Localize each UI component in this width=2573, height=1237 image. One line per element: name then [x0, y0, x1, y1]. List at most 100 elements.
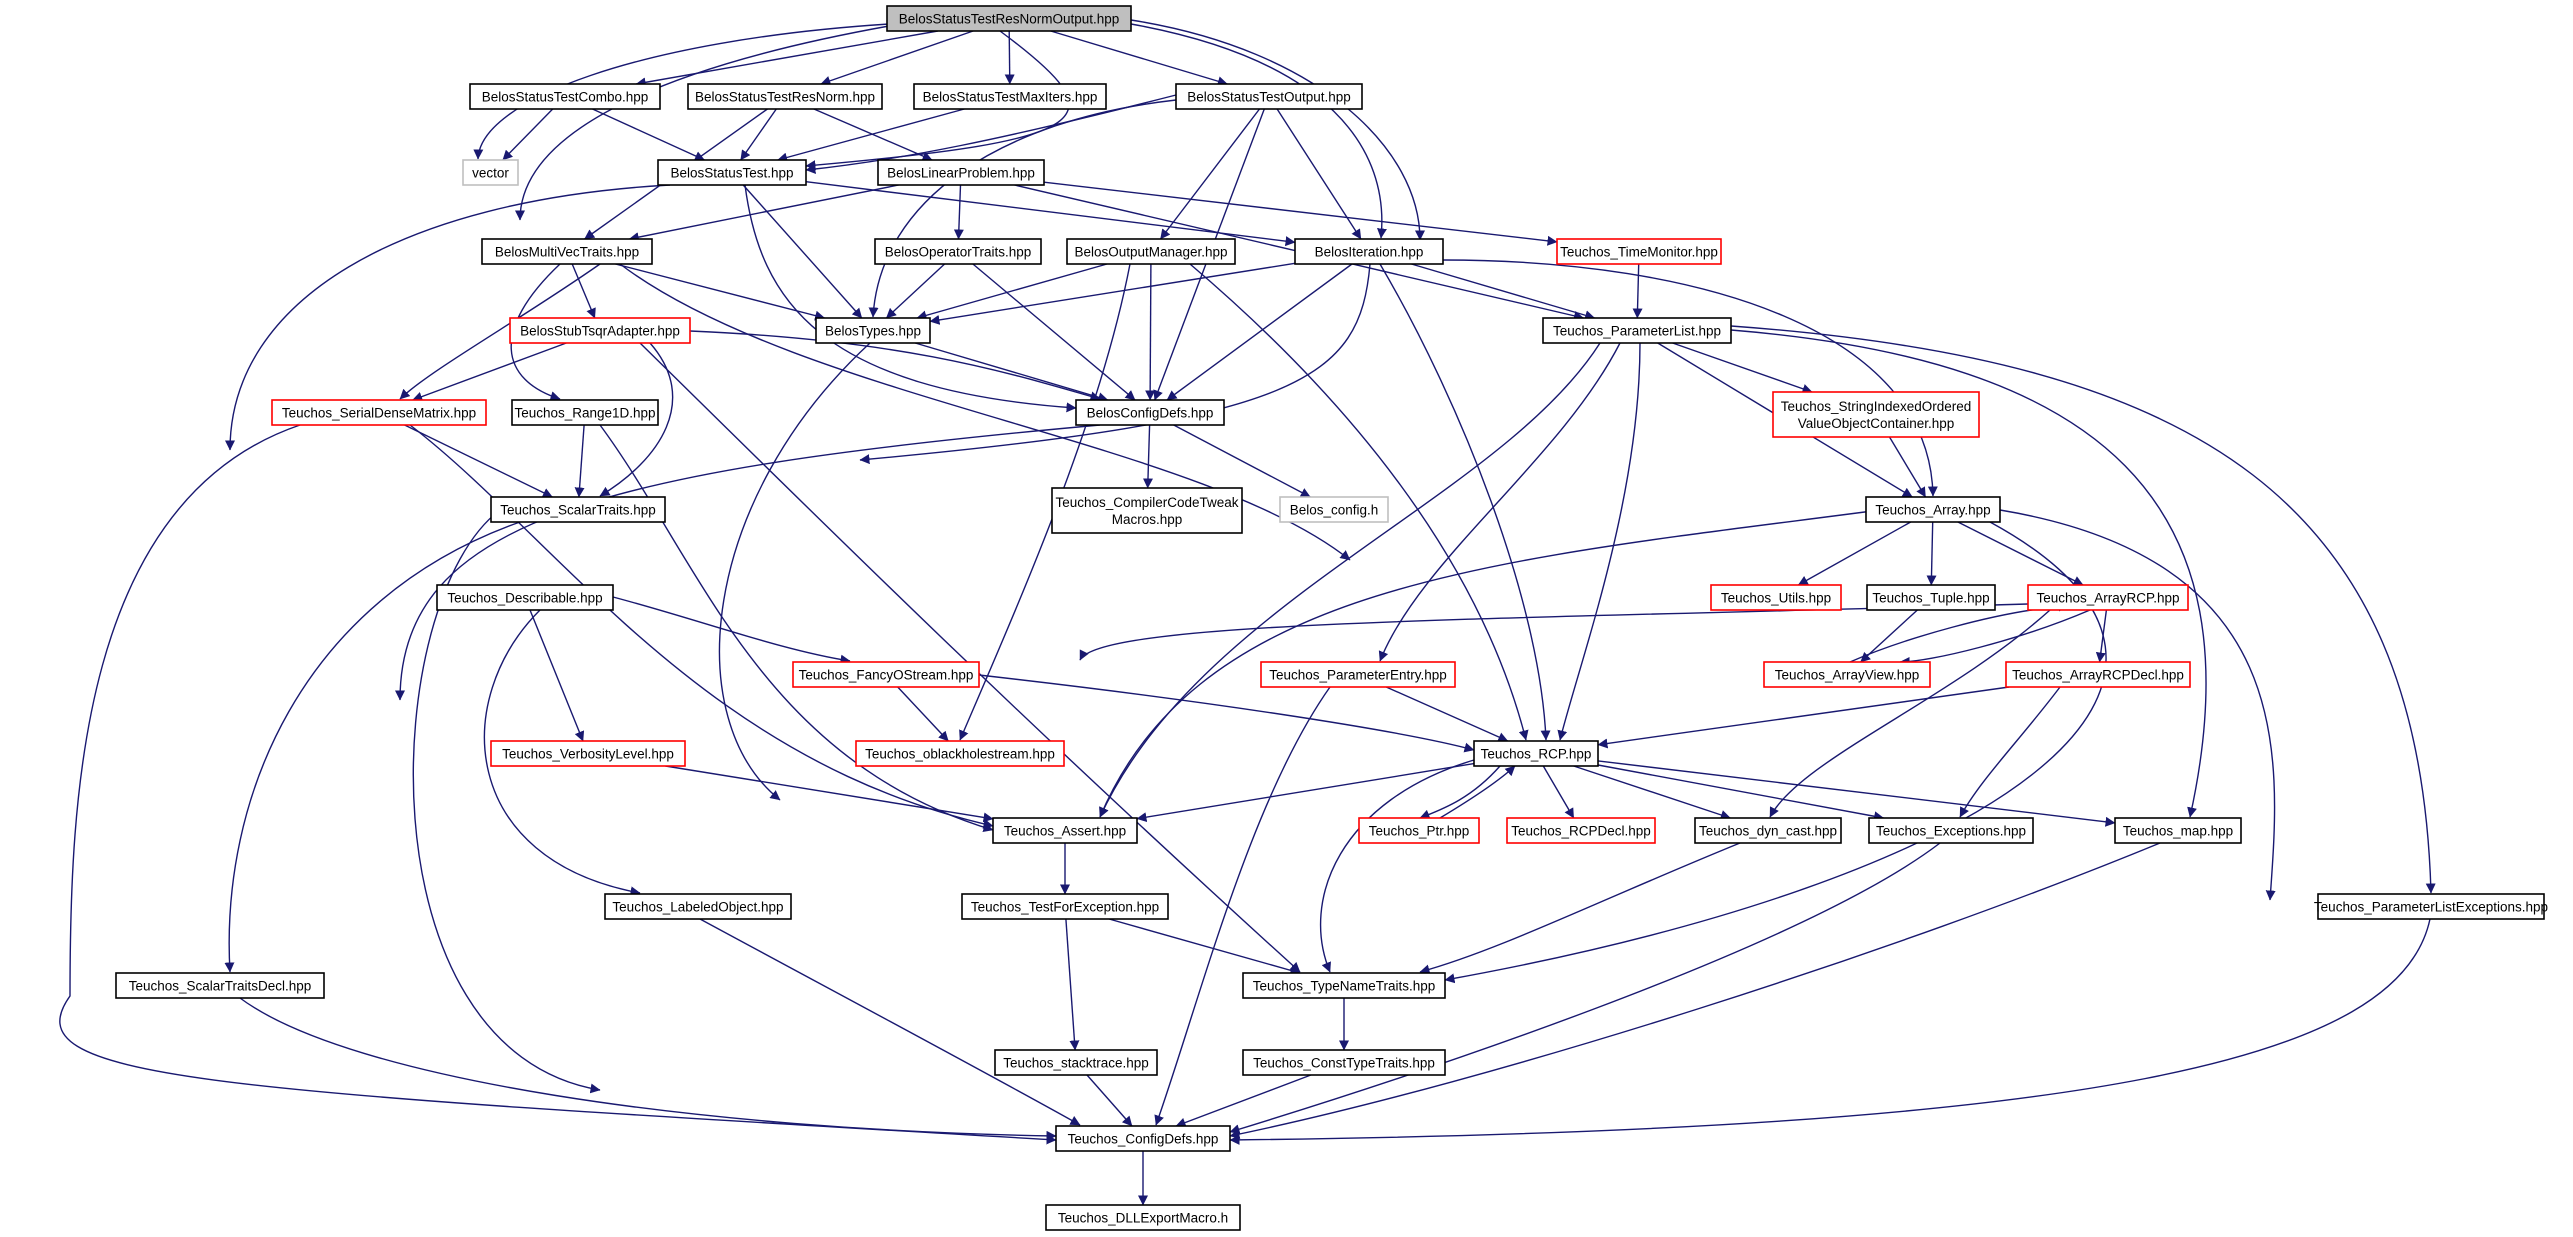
- node-box-sivoc: [1772, 391, 1980, 438]
- node-box-root: [886, 5, 1132, 32]
- node-dyncast[interactable]: Teuchos_dyn_cast.hpp: [1694, 817, 1842, 844]
- edge-array-to-utils: [1797, 521, 1912, 586]
- node-label-iteration: BelosIteration.hpp: [1315, 245, 1424, 260]
- node-maxiters[interactable]: BelosStatusTestMaxIters.hpp: [913, 83, 1107, 110]
- edge-outmgr-to-types: [916, 263, 1108, 321]
- node-box-describable: [436, 584, 614, 611]
- node-box-scalartraits: [490, 496, 666, 523]
- node-box-maxiters: [913, 83, 1107, 110]
- node-stacktrace[interactable]: Teuchos_stacktrace.hpp: [994, 1049, 1158, 1076]
- edge-iteration-to-rcp: [1379, 263, 1551, 741]
- edge-array-to-tconfigdefs: [1999, 509, 2276, 901]
- node-labeled[interactable]: Teuchos_LabeledObject.hpp: [604, 893, 792, 920]
- node-label-oblackhole: Teuchos_oblackholestream.hpp: [865, 747, 1055, 762]
- node-resnorm[interactable]: BelosStatusTestResNorm.hpp: [687, 83, 883, 110]
- node-combo[interactable]: BelosStatusTestCombo.hpp: [469, 83, 661, 110]
- edge-range1d-to-assert: [599, 424, 994, 833]
- node-label-root: BelosStatusTestResNormOutput.hpp: [899, 12, 1120, 27]
- node-utils[interactable]: Teuchos_Utils.hpp: [1710, 584, 1842, 611]
- edge-paramlist-to-assert: [1099, 342, 1601, 818]
- node-rcp[interactable]: Teuchos_RCP.hpp: [1473, 740, 1599, 767]
- edge-rcp-to-exceptions: [1597, 764, 1885, 822]
- node-configdefs[interactable]: BelosConfigDefs.hpp: [1075, 399, 1225, 426]
- node-box-scalartraitsdecl: [115, 972, 325, 999]
- node-rcpdecl[interactable]: Teuchos_RCPDecl.hpp: [1506, 817, 1656, 844]
- edge-scalartraitsdecl-to-tconfigdefs: [239, 997, 1057, 1141]
- edge-optraits-to-types: [885, 263, 946, 319]
- node-label-assert: Teuchos_Assert.hpp: [1004, 824, 1126, 839]
- edge-rcp-to-typename: [1319, 759, 1475, 973]
- edge-labeled-to-tconfigdefs: [699, 918, 1081, 1126]
- node-optraits[interactable]: BelosOperatorTraits.hpp: [874, 238, 1042, 265]
- node-sdm[interactable]: Teuchos_SerialDenseMatrix.hpp: [271, 399, 487, 426]
- node-label-configdefs: BelosConfigDefs.hpp: [1087, 406, 1214, 421]
- node-range1d[interactable]: Teuchos_Range1D.hpp: [511, 399, 659, 426]
- node-label-paramentry: Teuchos_ParameterEntry.hpp: [1269, 668, 1447, 683]
- edge-paramentry-to-rcp: [1385, 686, 1509, 742]
- node-verbosity[interactable]: Teuchos_VerbosityLevel.hpp: [490, 740, 686, 767]
- node-label-stacktrace: Teuchos_stacktrace.hpp: [1003, 1056, 1149, 1071]
- node-sivoc[interactable]: Teuchos_StringIndexedOrderedValueObjectC…: [1772, 391, 1980, 438]
- node-describable[interactable]: Teuchos_Describable.hpp: [436, 584, 614, 611]
- node-label-scalartraitsdecl: Teuchos_ScalarTraitsDecl.hpp: [129, 979, 312, 994]
- edge-iteration-to-paramlist: [1411, 263, 1596, 321]
- edge-arrayrcp-to-arrayview: [1899, 609, 2091, 667]
- node-arrayrcpdecl[interactable]: Teuchos_ArrayRCPDecl.hpp: [2005, 661, 2191, 688]
- edge-multivec-to-range1d: [510, 263, 561, 401]
- edge-root-to-configdefs: [1130, 19, 1425, 241]
- node-linprob[interactable]: BelosLinearProblem.hpp: [877, 159, 1045, 186]
- node-ple[interactable]: Teuchos_ParameterListExceptions.hpp: [2314, 893, 2548, 920]
- node-stubtsqr[interactable]: BelosStubTsqrAdapter.hpp: [509, 317, 691, 344]
- node-statustest[interactable]: BelosStatusTest.hpp: [657, 159, 807, 186]
- node-oblackhole[interactable]: Teuchos_oblackholestream.hpp: [855, 740, 1065, 767]
- node-testforexc[interactable]: Teuchos_TestForException.hpp: [961, 893, 1169, 920]
- edge-multivec-to-rcp: [619, 263, 1351, 561]
- node-array[interactable]: Teuchos_Array.hpp: [1865, 496, 2001, 523]
- edge-root-to-iteration: [1130, 23, 1387, 239]
- node-typename[interactable]: Teuchos_TypeNameTraits.hpp: [1242, 972, 1446, 999]
- edge-verbosity-to-assert: [665, 765, 994, 823]
- node-box-linprob: [877, 159, 1045, 186]
- node-dllexport[interactable]: Teuchos_DLLExportMacro.h: [1045, 1204, 1241, 1231]
- node-iteration[interactable]: BelosIteration.hpp: [1294, 238, 1444, 265]
- edge-paramlist-to-rcp: [1557, 342, 1641, 741]
- node-paramlist[interactable]: Teuchos_ParameterList.hpp: [1542, 317, 1732, 344]
- node-paramentry[interactable]: Teuchos_ParameterEntry.hpp: [1260, 661, 1456, 688]
- node-tuple[interactable]: Teuchos_Tuple.hpp: [1866, 584, 1996, 611]
- node-arrayview[interactable]: Teuchos_ArrayView.hpp: [1763, 661, 1931, 688]
- node-label-verbosity: Teuchos_VerbosityLevel.hpp: [502, 747, 674, 762]
- node-timemon[interactable]: Teuchos_TimeMonitor.hpp: [1556, 238, 1722, 265]
- node-label-tconfigdefs: Teuchos_ConfigDefs.hpp: [1068, 1132, 1219, 1147]
- node-label-map: Teuchos_map.hpp: [2123, 824, 2233, 839]
- edge-stubtsqr-to-typename: [639, 342, 1301, 973]
- node-exceptions[interactable]: Teuchos_Exceptions.hpp: [1868, 817, 2034, 844]
- node-arrayrcp[interactable]: Teuchos_ArrayRCP.hpp: [2027, 584, 2189, 611]
- node-scalartraits[interactable]: Teuchos_ScalarTraits.hpp: [490, 496, 666, 523]
- node-box-assert: [992, 817, 1138, 844]
- node-box-oblackhole: [855, 740, 1065, 767]
- node-box-ple: [2317, 893, 2545, 920]
- node-tconfigdefs[interactable]: Teuchos_ConfigDefs.hpp: [1055, 1125, 1231, 1152]
- node-box-arrayview: [1763, 661, 1931, 688]
- node-outmgr[interactable]: BelosOutputManager.hpp: [1066, 238, 1236, 265]
- node-box-labeled: [604, 893, 792, 920]
- edge-stacktrace-to-tconfigdefs: [1086, 1074, 1133, 1127]
- node-map[interactable]: Teuchos_map.hpp: [2114, 817, 2242, 844]
- node-consttype[interactable]: Teuchos_ConstTypeTraits.hpp: [1242, 1049, 1446, 1076]
- node-ptr[interactable]: Teuchos_Ptr.hpp: [1358, 817, 1480, 844]
- node-multivec[interactable]: BelosMultiVecTraits.hpp: [481, 238, 653, 265]
- node-fancy[interactable]: Teuchos_FancyOStream.hpp: [792, 661, 980, 688]
- edge-iteration-to-configdefs: [1166, 263, 1353, 401]
- node-root[interactable]: BelosStatusTestResNormOutput.hpp: [886, 5, 1132, 32]
- node-box-resnorm: [687, 83, 883, 110]
- node-assert[interactable]: Teuchos_Assert.hpp: [992, 817, 1138, 844]
- node-box-timemon: [1556, 238, 1722, 265]
- node-box-tconfigdefs: [1055, 1125, 1231, 1152]
- edge-configdefs-to-cctm: [1142, 424, 1153, 489]
- node-scalartraitsdecl[interactable]: Teuchos_ScalarTraitsDecl.hpp: [115, 972, 325, 999]
- node-types[interactable]: BelosTypes.hpp: [815, 317, 931, 344]
- node-output[interactable]: BelosStatusTestOutput.hpp: [1175, 83, 1363, 110]
- node-label-sivoc: ValueObjectContainer.hpp: [1798, 416, 1955, 431]
